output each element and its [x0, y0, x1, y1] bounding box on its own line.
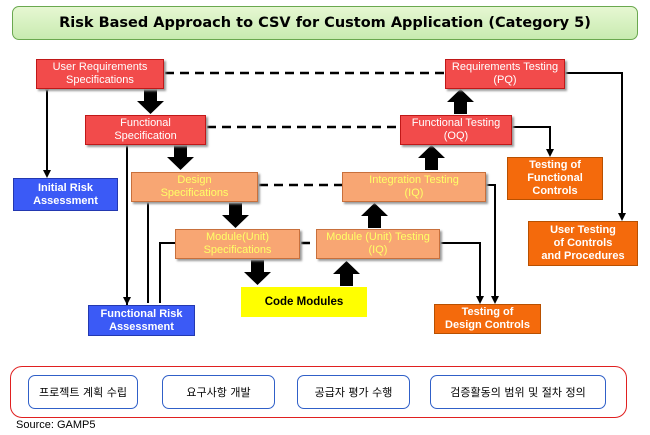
arrow-ds-to-ms	[222, 203, 249, 228]
arrow-mt-to-it	[361, 203, 388, 228]
source-caption: Source: GAMP5	[16, 419, 96, 431]
requirements-testing-box: Requirements Testing (PQ)	[445, 59, 565, 89]
functional-testing-box: Functional Testing (OQ)	[400, 115, 512, 145]
block-arrows	[137, 89, 474, 286]
user-testing-box: User Testing of Controls and Procedures	[528, 221, 638, 266]
thin-arrows	[43, 69, 626, 305]
user-requirements-box: User Requirements Specifications	[36, 59, 164, 89]
arrow-code-to-mt	[333, 261, 360, 286]
functional-risk-assessment-box: Functional Risk Assessment	[88, 305, 195, 336]
arrow-fs-to-ds	[167, 145, 194, 170]
integration-testing-box: Integration Testing (IQ)	[342, 172, 486, 202]
arrow-urs-to-fs	[137, 89, 164, 114]
testing-functional-controls-box: Testing of Functional Controls	[507, 157, 603, 200]
step-requirements-development: 요구사항 개발	[162, 375, 275, 409]
step-scope-definition: 검증활동의 범위 및 절차 정의	[430, 375, 606, 409]
functional-specification-box: Functional Specification	[85, 115, 206, 145]
arrow-ms-to-code	[244, 260, 271, 285]
module-testing-box: Module (Unit) Testing (IQ)	[316, 229, 440, 259]
step-supplier-assessment: 공급자 평가 수행	[297, 375, 410, 409]
initial-risk-assessment-box: Initial Risk Assessment	[13, 178, 118, 211]
arrow-ft-to-rt	[447, 89, 474, 114]
module-specifications-box: Module(Unit) Specifications	[175, 229, 300, 259]
arrow-it-to-ft	[418, 145, 445, 170]
testing-design-controls-box: Testing of Design Controls	[434, 304, 541, 334]
design-specifications-box: Design Specifications	[131, 172, 258, 202]
process-steps-panel: 프로젝트 계획 수립 요구사항 개발 공급자 평가 수행 검증활동의 범위 및 …	[10, 366, 627, 418]
code-modules-box: Code Modules	[241, 287, 367, 317]
traceability-dashed-lines	[165, 71, 446, 245]
step-project-planning: 프로젝트 계획 수립	[28, 375, 138, 409]
diagram-title: Risk Based Approach to CSV for Custom Ap…	[12, 6, 638, 40]
